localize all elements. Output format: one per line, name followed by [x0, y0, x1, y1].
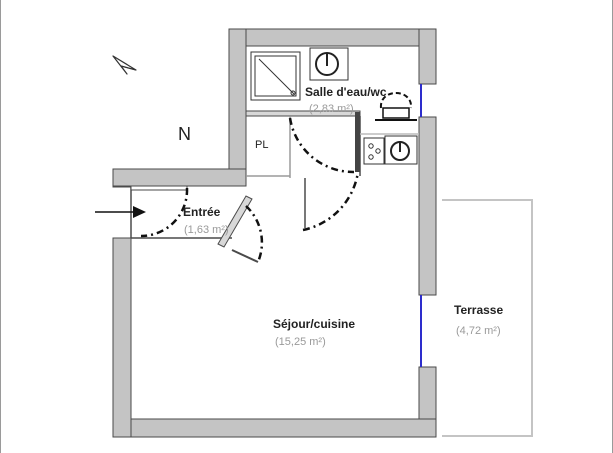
living-door-swing [245, 205, 264, 263]
toilet-cistern [382, 107, 410, 119]
wall-bath-left [228, 28, 247, 170]
cooktop-burner-2 [375, 148, 381, 154]
toilet-icon [375, 92, 417, 121]
room-name-entree: Entrée [183, 205, 221, 219]
wall-bottom [112, 418, 437, 438]
entrance-door-swing [140, 187, 189, 238]
cooktop-frame [363, 137, 385, 165]
north-label: N [178, 124, 191, 144]
north-arrow-midline [120, 65, 137, 71]
bathroom-door-swing-lower [302, 171, 360, 232]
room-area-terrasse: (4,72 m²) [456, 325, 501, 337]
cooktop-burner-3 [368, 154, 374, 160]
wall-top [228, 28, 437, 47]
room-area-sejour: (15,25 m²) [275, 336, 326, 348]
room-name-salle: Salle d'eau/wc [305, 85, 387, 99]
living-door [217, 195, 264, 263]
shower-tray-inner [254, 55, 297, 97]
washbasin-icon [309, 47, 349, 81]
bathroom-door [288, 112, 360, 232]
shower-icon [250, 51, 301, 101]
wall-left-lower [112, 237, 132, 438]
walls [112, 28, 437, 438]
shower-drain [290, 90, 296, 96]
room-area-entree: (1,63 m²) [184, 224, 229, 236]
room-area-salle: (2,83 m²) [309, 103, 354, 115]
living-door-stop [231, 249, 259, 263]
bathroom-door-swing-upper [288, 117, 355, 174]
wall-entrance-top [112, 168, 247, 187]
entrance-door-leaf [130, 185, 188, 191]
closet-label: PL [255, 139, 268, 151]
terrace-outline [442, 199, 533, 437]
living-door-leaf [217, 195, 253, 248]
north-arrow-icon [112, 55, 137, 75]
wall-right-middle [418, 116, 437, 296]
entrance-door [130, 185, 189, 238]
shower-diagonal [258, 58, 295, 95]
toilet-bowl [379, 92, 413, 109]
north-arrow-shape [112, 55, 137, 75]
bathroom-door-leaf [355, 112, 360, 172]
room-name-terrasse: Terrasse [454, 303, 503, 317]
room-name-sejour: Séjour/cuisine [273, 317, 355, 331]
entry-arrow-head [133, 206, 146, 218]
cooktop-burner-1 [368, 143, 374, 149]
wall-right-upper [418, 28, 437, 85]
kitchen-sink-icon [384, 135, 418, 165]
entry-arrow-icon [95, 206, 146, 218]
cooktop-icon [363, 137, 385, 165]
